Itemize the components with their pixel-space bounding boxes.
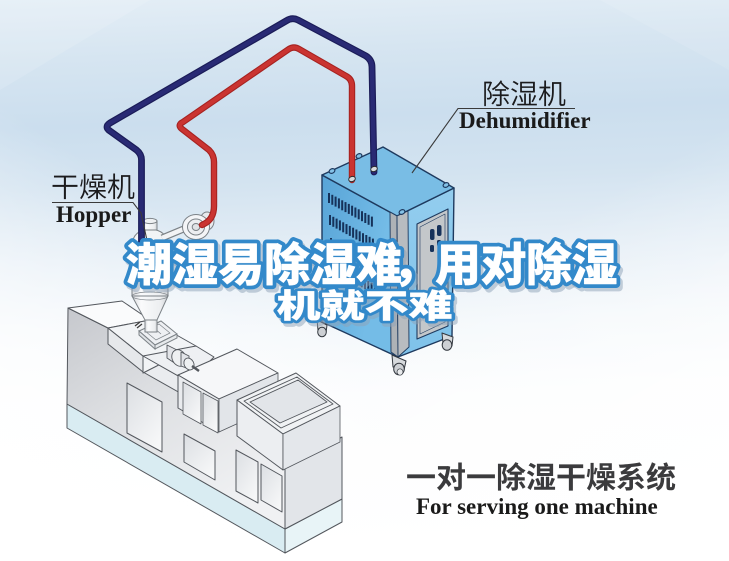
svg-text:For serving one machine: For serving one machine (416, 494, 658, 519)
svg-text:Dehumidifier: Dehumidifier (459, 108, 591, 133)
svg-text:Hopper: Hopper (56, 202, 131, 227)
